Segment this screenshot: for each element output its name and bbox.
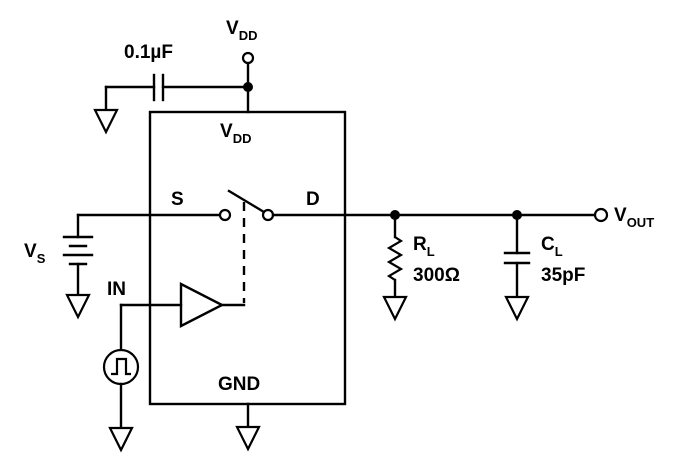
in-pin-label: IN [107,279,126,300]
vdd-supply [241,51,255,114]
ground-icon [382,295,408,322]
load-capacitor-icon [503,213,531,299]
pulse-source-icon [102,348,140,430]
ground-icon [504,295,530,322]
bypass-capacitor-icon [104,73,250,112]
switch-d-terminal-icon [261,208,275,222]
vout-label: VOUT [614,205,654,230]
cl-label: CL [541,234,563,259]
switch-s-terminal-icon [218,208,232,222]
cap-bypass-label: 0.1µF [124,42,173,63]
vs-battery-icon [62,235,94,297]
ground-icon [93,108,119,135]
vdd-terminal-icon [241,51,255,65]
analog-switch-icon [227,189,275,303]
cl-value-label: 35pF [541,265,585,286]
vdd-top-label: VDD [226,18,257,43]
load-resistor-icon [386,213,404,299]
ground-icon [235,425,261,452]
rl-label: RL [413,234,435,259]
vdd-pin-label: VDD [220,121,251,146]
drain-pin-label: D [306,189,320,210]
ground-icon [65,293,91,320]
ic-package [148,110,347,406]
ground-icon [108,426,134,453]
output-line [271,207,609,223]
rl-value-label: 300Ω [413,265,460,286]
buffer-icon [119,282,246,352]
vout-terminal-icon [593,207,609,223]
source-line [76,208,232,239]
gnd-pin-label: GND [218,374,260,395]
vs-label: VS [24,241,46,266]
source-pin-label: S [171,189,184,210]
